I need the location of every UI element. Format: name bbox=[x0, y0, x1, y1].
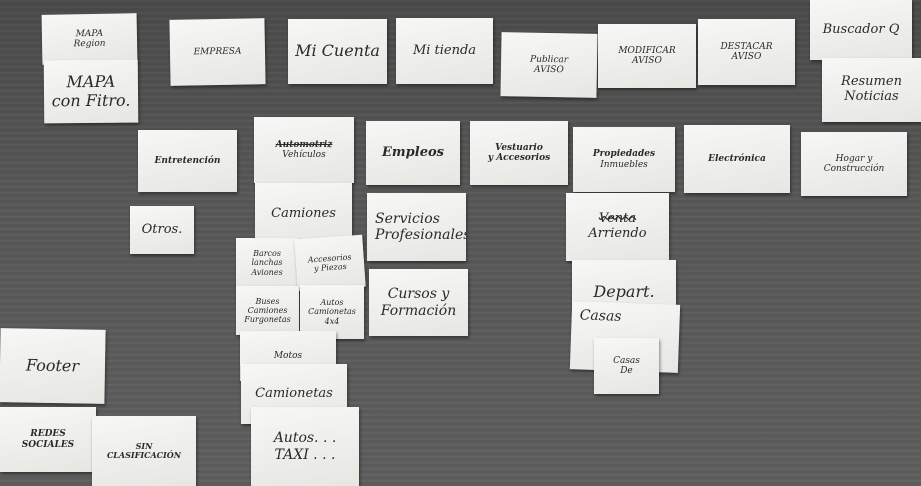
note-text: Autos bbox=[320, 298, 344, 308]
note-servicios: Servicios Profesionales bbox=[367, 193, 466, 261]
note-text: Construcción bbox=[823, 164, 885, 174]
note-mapa-filtro: MAPA con Fitro. bbox=[43, 59, 139, 124]
note-text: Aviones bbox=[251, 267, 283, 277]
note-text: Empleos bbox=[382, 144, 444, 160]
note-redes-sociales: REDES SOCIALES bbox=[0, 407, 96, 472]
note-text: SIN bbox=[135, 440, 153, 451]
note-text: Depart. bbox=[593, 281, 655, 301]
note-text: lanchas bbox=[251, 258, 283, 268]
note-text: TAXI . . . bbox=[274, 446, 336, 463]
note-text: Publicar bbox=[529, 54, 569, 65]
note-mi-cuenta: Mi Cuenta bbox=[288, 19, 387, 84]
note-text: Mi Cuenta bbox=[295, 41, 380, 61]
note-text: Camionetas bbox=[255, 385, 333, 401]
note-text: Motos bbox=[273, 350, 303, 361]
note-text: Buscador Q bbox=[822, 21, 900, 37]
note-entretencion: Entretención bbox=[138, 130, 237, 192]
note-text: Casas bbox=[613, 355, 640, 366]
note-text: MODIFICAR bbox=[618, 45, 676, 56]
note-text: Casas bbox=[579, 307, 622, 325]
note-text: DESTACAR bbox=[720, 41, 773, 52]
note-sin-clasificacion: SIN CLASIFICACIÓN bbox=[92, 416, 196, 486]
note-barcos: Barcos lanchas Aviones bbox=[236, 238, 298, 288]
note-electronica: Electrónica bbox=[684, 125, 790, 193]
note-text: AVISO bbox=[632, 56, 662, 66]
note-text: Noticias bbox=[844, 89, 899, 104]
note-footer: Footer bbox=[0, 328, 106, 404]
note-text: Vestuario bbox=[495, 142, 543, 153]
note-text: Footer bbox=[25, 355, 80, 376]
note-text: Cursos y bbox=[387, 286, 450, 303]
note-empresa: EMPRESA bbox=[169, 18, 266, 86]
note-autos-taxi: Autos. . . TAXI . . . bbox=[251, 407, 359, 486]
note-text: Propiedades bbox=[592, 149, 656, 160]
note-camiones: Camiones bbox=[255, 183, 352, 245]
note-cursos: Cursos y Formación bbox=[369, 269, 468, 336]
note-text: Formación bbox=[380, 302, 457, 319]
note-autos-4x4: Autos Camionetas 4x4 bbox=[300, 285, 364, 339]
note-modificar-aviso: MODIFICAR AVISO bbox=[598, 24, 696, 88]
note-accesorios: Accesorios y Piezas bbox=[294, 234, 366, 292]
note-vestuario: Vestuario y Accesorios bbox=[470, 121, 568, 185]
note-hogar: Hogar y Construcción bbox=[801, 132, 907, 196]
note-text: AVISO bbox=[731, 52, 762, 62]
note-text: AVISO bbox=[533, 64, 564, 76]
note-text: Inmuebles bbox=[600, 159, 648, 170]
note-text: Region bbox=[73, 38, 106, 50]
note-text: y Piezas bbox=[313, 261, 347, 274]
note-venta: Venta Arriendo bbox=[566, 193, 669, 261]
note-text: MAPA bbox=[66, 71, 116, 92]
note-text: Camiones bbox=[271, 205, 336, 221]
note-buscador: Buscador Q bbox=[810, 0, 912, 60]
note-noticias: Resumen Noticias bbox=[822, 58, 921, 122]
note-empleos: Empleos bbox=[366, 121, 460, 185]
note-text: Buses bbox=[255, 296, 280, 306]
note-text: Venta bbox=[598, 211, 637, 227]
note-text: con Fitro. bbox=[51, 90, 131, 110]
note-text: Barcos bbox=[253, 249, 281, 259]
note-text: SOCIALES bbox=[21, 439, 75, 450]
note-text: Autos. . . bbox=[273, 430, 337, 447]
note-text: Automotriz bbox=[275, 139, 333, 150]
note-text: Furgonetas bbox=[244, 315, 291, 325]
note-text: 4x4 bbox=[324, 316, 340, 326]
note-otros: Otros. bbox=[130, 206, 194, 254]
note-text: CLASIFICACIÓN bbox=[106, 450, 182, 460]
note-publicar-aviso: Publicar AVISO bbox=[500, 32, 598, 98]
note-text: Entretención bbox=[154, 155, 221, 166]
note-text: Vehículos bbox=[282, 150, 326, 160]
note-text: Profesionales bbox=[375, 227, 466, 243]
note-text: y Accesorios bbox=[487, 153, 551, 163]
note-text: Resumen bbox=[841, 74, 902, 90]
note-text: Arriendo bbox=[588, 226, 647, 241]
note-text: Camionetas bbox=[308, 307, 356, 317]
note-automotriz: Automotriz Vehículos bbox=[254, 117, 354, 183]
note-text: De bbox=[620, 366, 633, 376]
note-destacar-aviso: DESTACAR AVISO bbox=[698, 19, 795, 85]
note-buses: Buses Camiones Furgonetas bbox=[236, 286, 299, 335]
note-mapa-region: MAPA Region bbox=[41, 13, 138, 65]
note-text: Otros. bbox=[141, 221, 183, 237]
note-text: REDES bbox=[30, 429, 66, 440]
note-text: Camiones bbox=[247, 305, 288, 315]
note-propiedades: Propiedades Inmuebles bbox=[573, 127, 675, 192]
note-casas-de: Casas De bbox=[594, 338, 659, 394]
note-text: Mi tienda bbox=[412, 42, 477, 58]
note-text: MAPA bbox=[75, 28, 104, 39]
note-text: EMPRESA bbox=[193, 46, 242, 58]
note-text: Servicios bbox=[375, 210, 440, 227]
note-text: Electrónica bbox=[708, 153, 766, 164]
note-text: Hogar y bbox=[835, 153, 873, 164]
note-mi-tienda: Mi tienda bbox=[396, 18, 493, 84]
